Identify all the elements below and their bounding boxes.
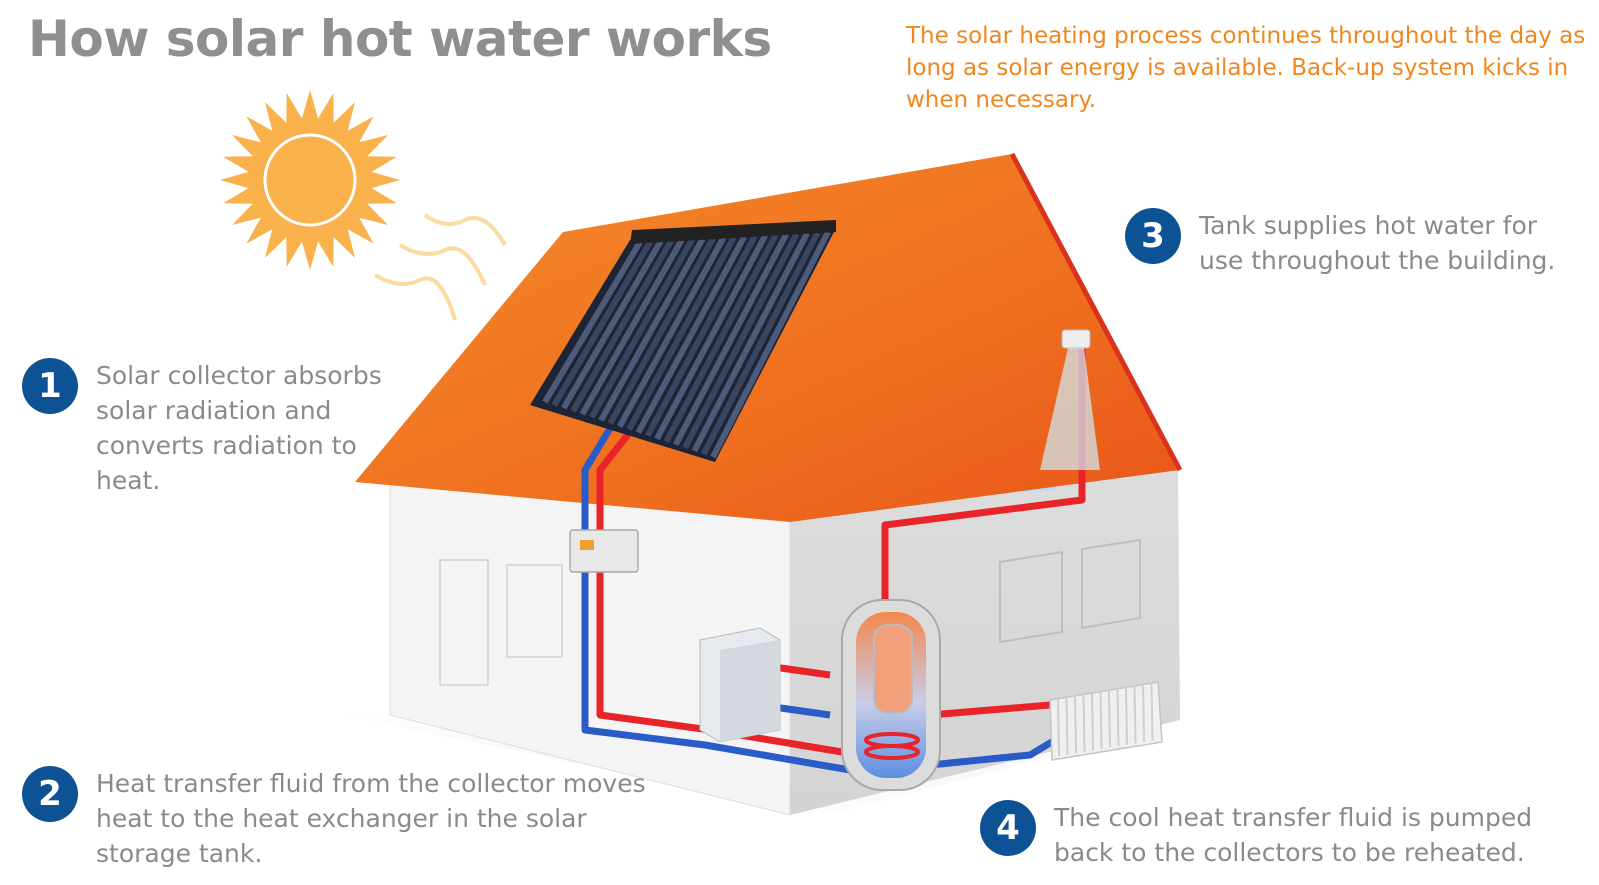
radiator-fin xyxy=(1108,689,1111,748)
collector-tube xyxy=(645,234,758,438)
page-title: How solar hot water works xyxy=(28,10,772,68)
shower-icon xyxy=(1040,329,1100,470)
collector-tube xyxy=(551,239,654,407)
radiator-fin xyxy=(1099,690,1103,750)
radiator-fin xyxy=(1074,695,1077,754)
step-4-text: The cool heat transfer fluid is pumped b… xyxy=(1054,803,1533,867)
radiator-fin xyxy=(1057,697,1060,757)
step-4: 4 The cool heat transfer fluid is pumped… xyxy=(980,800,1590,870)
collector-tube xyxy=(635,235,748,434)
step-1-text: Solar collector absorbs solar radiation … xyxy=(96,361,382,495)
boiler-icon xyxy=(699,627,781,743)
process-note: The solar heating process continues thro… xyxy=(906,23,1586,113)
collector-tube xyxy=(691,231,810,453)
radiator-fin xyxy=(1065,696,1069,755)
radiator-fin xyxy=(1125,686,1128,745)
step-3-text: Tank supplies hot water for use througho… xyxy=(1199,211,1556,275)
step-2: 2 Heat transfer fluid from the collector… xyxy=(22,766,662,871)
radiator-fin xyxy=(1142,683,1145,743)
collector-tube xyxy=(710,230,831,459)
collector-tube xyxy=(700,231,821,456)
collector-tube xyxy=(673,232,789,447)
storage-tank-icon xyxy=(841,599,941,791)
solar-collector-icon xyxy=(530,220,836,462)
collector-tube xyxy=(561,239,664,410)
collector-tube xyxy=(626,235,737,431)
radiator-fin xyxy=(1133,685,1137,744)
collector-tube xyxy=(542,240,643,404)
step-1: 1 Solar collector absorbs solar radiatio… xyxy=(22,358,422,498)
collector-tube xyxy=(617,236,727,428)
radiator-icon xyxy=(1049,681,1163,761)
radiator-fin xyxy=(1091,692,1094,751)
collector-tube xyxy=(663,233,779,444)
radiator-fin xyxy=(1116,688,1120,747)
collector-tube xyxy=(598,237,706,422)
radiator-fin xyxy=(1082,693,1086,752)
radiator-fin xyxy=(1150,682,1154,741)
controller-icon xyxy=(569,529,639,573)
step-3-badge: 3 xyxy=(1125,208,1181,264)
sun-icon xyxy=(220,90,507,321)
step-2-badge: 2 xyxy=(22,766,78,822)
collector-tube xyxy=(607,236,716,425)
step-4-badge: 4 xyxy=(980,800,1036,856)
step-3: 3 Tank supplies hot water for use throug… xyxy=(1125,208,1585,278)
collector-tube xyxy=(682,232,800,450)
collector-tube xyxy=(570,238,674,413)
step-2-text: Heat transfer fluid from the collector m… xyxy=(96,769,646,868)
collector-tube xyxy=(579,238,685,416)
collector-tube xyxy=(589,237,695,419)
collector-tube xyxy=(654,233,768,441)
step-1-badge: 1 xyxy=(22,358,78,414)
